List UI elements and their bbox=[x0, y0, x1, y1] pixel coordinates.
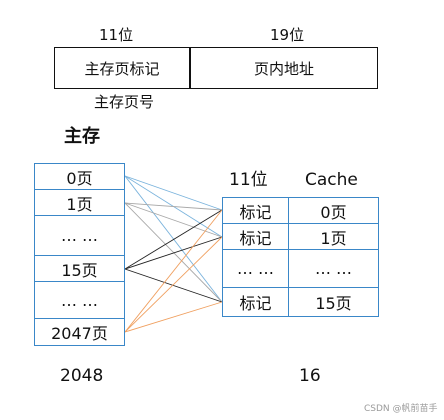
cache-tag-ellipsis: … … bbox=[222, 249, 289, 288]
cache-tag-0: 标记 bbox=[222, 197, 289, 224]
page-offset-field: 页内地址 bbox=[253, 59, 314, 78]
tag-bits-label: 11位 bbox=[99, 26, 134, 44]
main-page-tag-field: 主存页标记 bbox=[84, 59, 160, 78]
cache-count: 16 bbox=[299, 366, 321, 386]
main-page-number-label: 主存页号 bbox=[94, 93, 155, 111]
main-memory-title: 主存 bbox=[64, 126, 100, 147]
cache-tag-15: 标记 bbox=[222, 287, 289, 317]
cache-line-0: 0页 bbox=[288, 197, 379, 224]
map-lines-page15 bbox=[124, 209, 223, 303]
cache-line-ellipsis: … … bbox=[288, 249, 379, 288]
main-page-15: 15页 bbox=[34, 255, 125, 282]
main-page-ellipsis-1: … … bbox=[34, 215, 125, 256]
main-page-1: 1页 bbox=[34, 189, 125, 216]
map-lines-page2047 bbox=[124, 209, 223, 333]
cache-tag-bits-label: 11位 bbox=[229, 170, 268, 190]
field-divider bbox=[189, 48, 191, 88]
offset-bits-label: 19位 bbox=[270, 26, 305, 44]
main-page-0: 0页 bbox=[34, 163, 125, 190]
map-lines-page1 bbox=[124, 202, 223, 303]
main-page-ellipsis-2: … … bbox=[34, 281, 125, 319]
cache-line-1: 1页 bbox=[288, 223, 379, 250]
cache-tag-1: 标记 bbox=[222, 223, 289, 250]
cache-line-15: 15页 bbox=[288, 287, 379, 317]
address-format: 主存页标记 页内地址 bbox=[54, 47, 378, 89]
main-page-2047: 2047页 bbox=[34, 318, 125, 346]
main-memory-count: 2048 bbox=[60, 366, 104, 386]
cache-title: Cache bbox=[305, 170, 358, 190]
watermark: CSDN @帆前苗手 bbox=[364, 404, 438, 414]
